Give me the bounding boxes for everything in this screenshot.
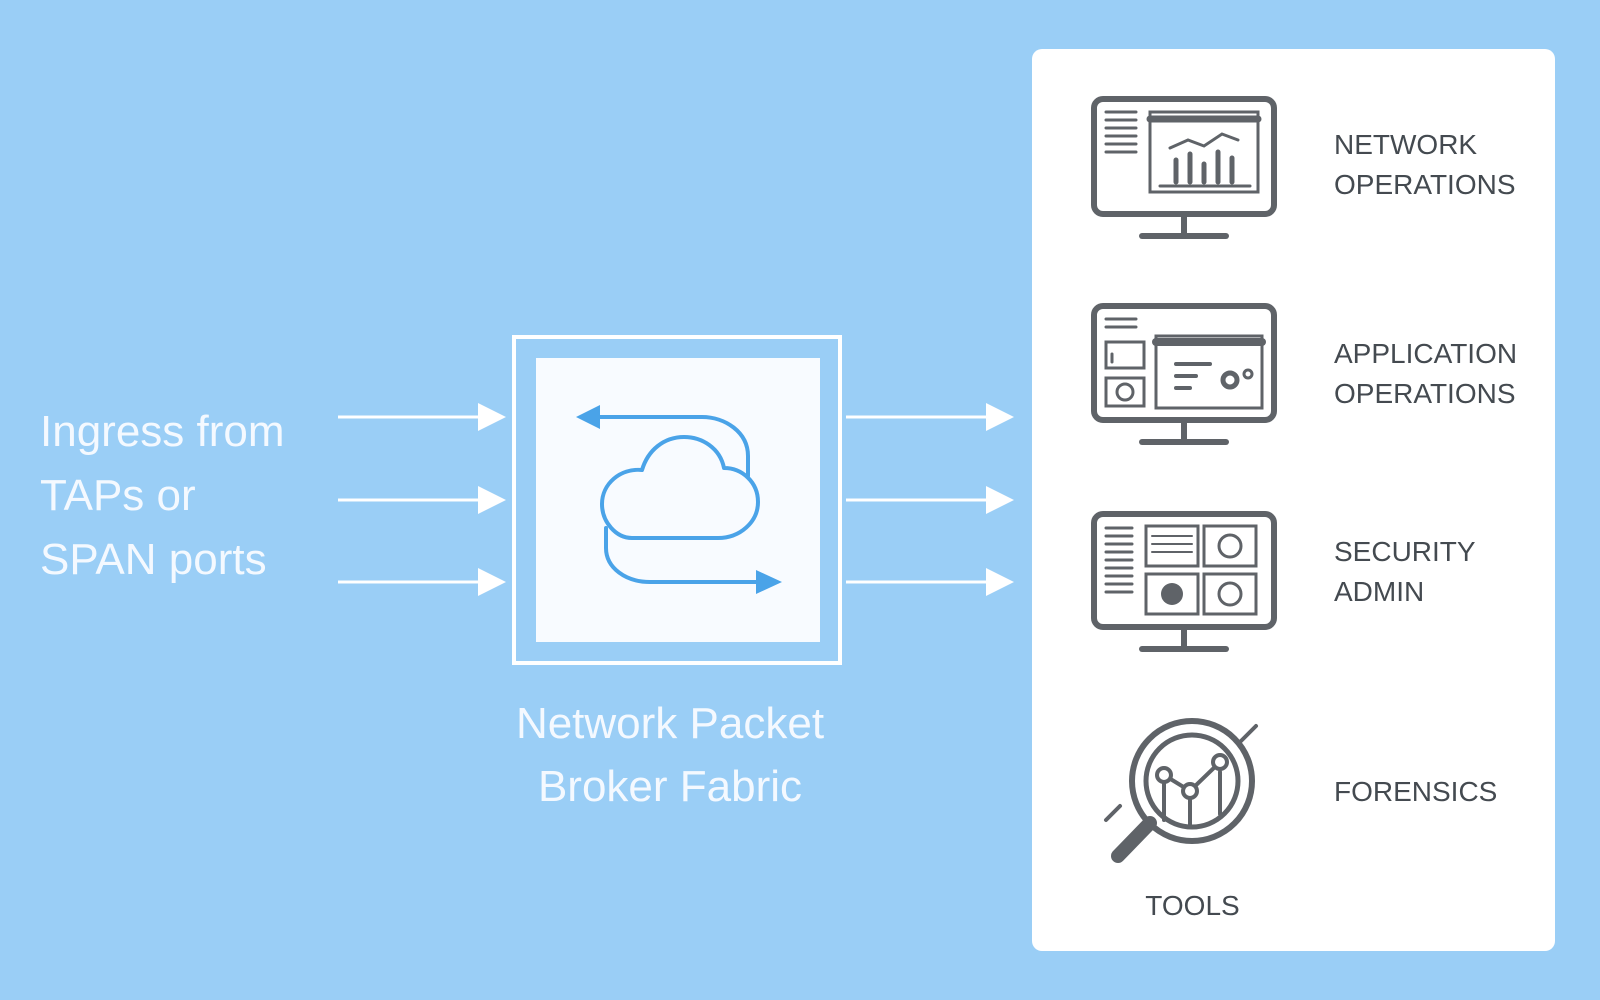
egress-arrow-2 <box>846 486 1014 514</box>
egress-arrow-1 <box>846 403 1014 431</box>
ingress-arrow-2 <box>338 486 506 514</box>
network-operations-label-line-1: NETWORK <box>1334 129 1478 160</box>
broker-fabric-box <box>512 335 842 665</box>
cloud-exchange-icon <box>576 405 782 594</box>
application-operations-monitor-icon <box>1091 303 1277 445</box>
security-admin-label-line-2: ADMIN <box>1334 576 1425 607</box>
ingress-label-line-1: Ingress from <box>40 407 285 456</box>
network-operations-label: NETWORK OPERATIONS <box>1334 125 1516 205</box>
ingress-arrows <box>338 403 506 596</box>
broker-fabric-label-line-2: Broker Fabric <box>537 762 803 811</box>
security-admin-monitor-icon <box>1091 511 1277 652</box>
ingress-label: Ingress from TAPs or SPAN ports <box>40 400 285 592</box>
forensics-label-line-1: FORENSICS <box>1334 776 1498 807</box>
security-admin-label: SECURITY ADMIN <box>1334 532 1476 612</box>
ingress-label-line-2: TAPs or <box>40 471 196 520</box>
network-operations-label-line-2: OPERATIONS <box>1334 169 1516 200</box>
application-operations-label-line-1: APPLICATION <box>1334 338 1518 369</box>
forensics-label: FORENSICS <box>1334 772 1497 812</box>
tools-caption: TOOLS <box>1145 890 1240 921</box>
application-operations-label: APPLICATION OPERATIONS <box>1334 334 1517 414</box>
broker-fabric-label-line-1: Network Packet <box>515 699 825 748</box>
broker-fabric-label: Network Packet Broker Fabric <box>470 692 870 818</box>
ingress-arrow-1 <box>338 403 506 431</box>
forensics-magnifier-icon <box>1104 718 1258 863</box>
ingress-arrow-3 <box>338 568 506 596</box>
security-admin-label-line-1: SECURITY <box>1334 536 1476 567</box>
egress-arrow-3 <box>846 568 1014 596</box>
ingress-label-line-3: SPAN ports <box>40 535 267 584</box>
egress-arrows <box>846 403 1014 596</box>
network-operations-monitor-icon <box>1091 96 1277 239</box>
application-operations-label-line-2: OPERATIONS <box>1334 378 1516 409</box>
